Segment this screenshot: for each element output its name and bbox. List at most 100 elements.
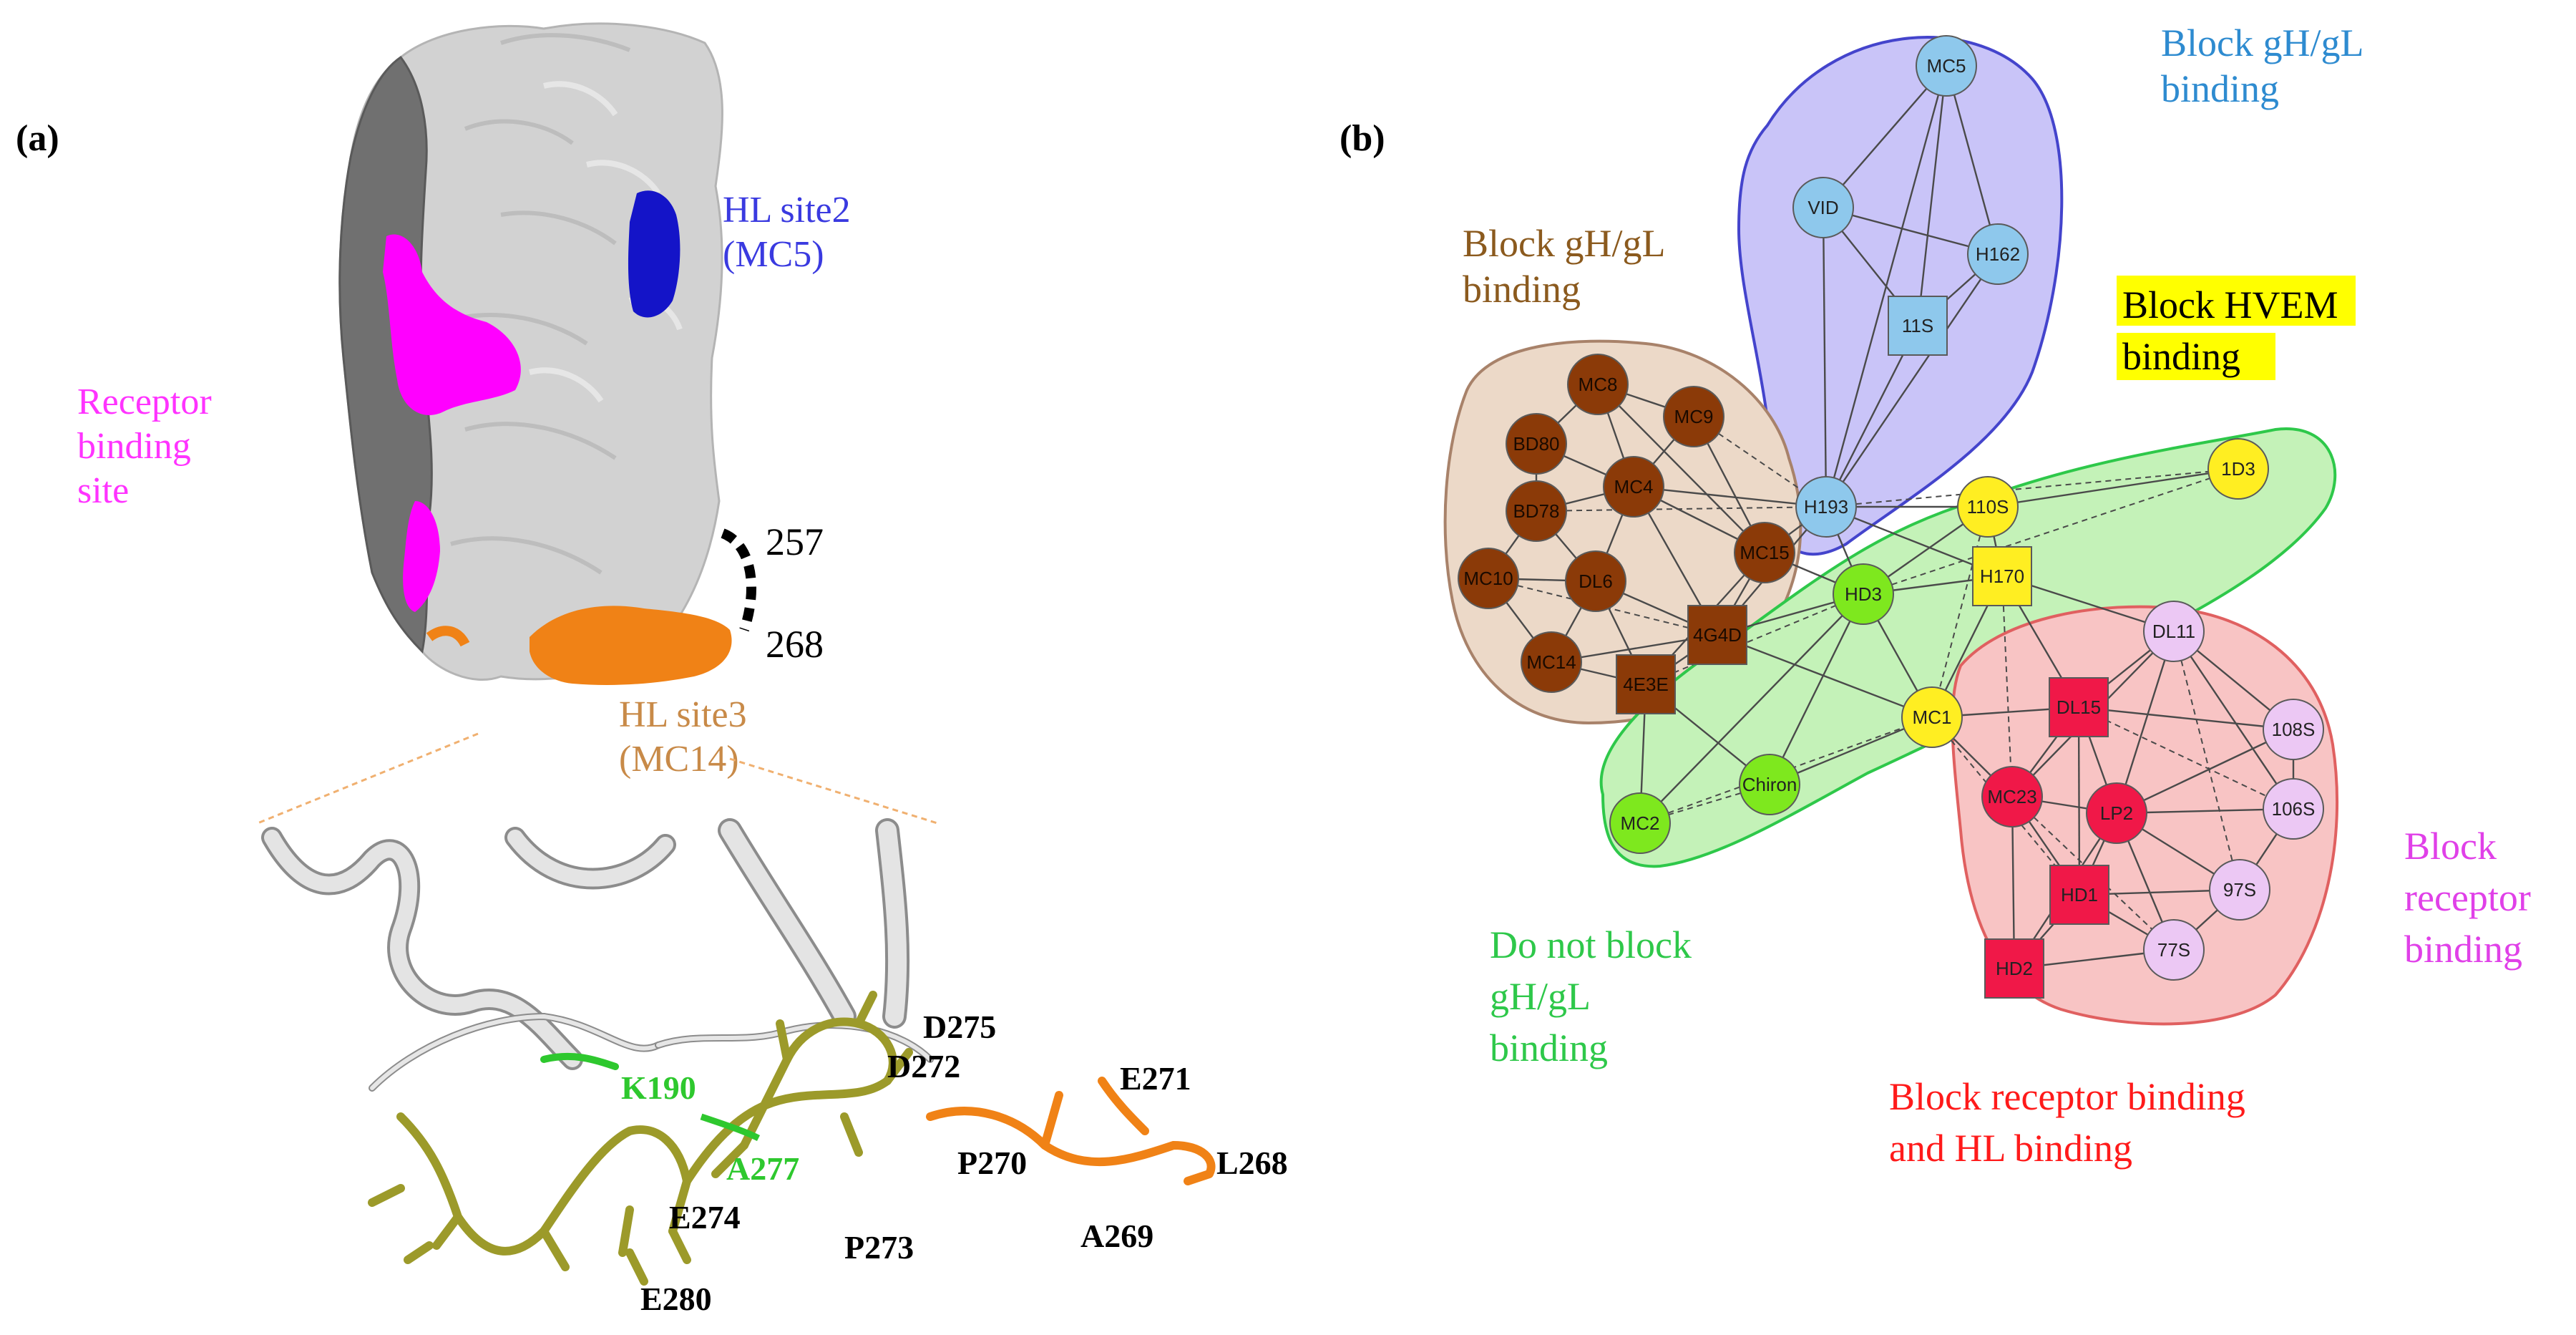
node-label-DL11: DL11 [2152, 621, 2195, 642]
node-label-MC10: MC10 [1463, 568, 1513, 589]
node-shape-BD80 [1506, 413, 1567, 475]
node-label-HD3: HD3 [1845, 583, 1882, 605]
node-shape-MC1 [1901, 686, 1963, 748]
node-shape-MC5 [1916, 35, 1977, 97]
edge-HD3-Chiron [1768, 593, 1865, 785]
node-shape-108S [2263, 699, 2324, 760]
node-label-MC14: MC14 [1526, 651, 1576, 673]
node-label-H193: H193 [1804, 496, 1848, 518]
contact-segment [700, 1113, 761, 1142]
node-shape-LP2 [2086, 782, 2147, 844]
node-4G4D: 4G4D [1687, 605, 1747, 665]
node-MC9: MC9 [1663, 386, 1724, 447]
edge-MC5-H193 [1825, 65, 1948, 508]
node-label-HD1: HD1 [2061, 884, 2098, 906]
node-108S: 108S [2263, 699, 2324, 760]
node-MC5: MC5 [1916, 35, 1977, 97]
node-label-MC23: MC23 [1987, 786, 2036, 807]
node-77S: 77S [2143, 919, 2205, 981]
dark-surface-region [338, 55, 433, 654]
node-shape-DL6 [1565, 550, 1626, 612]
node-shape-HD2 [1984, 938, 2044, 999]
residue-E274: E274 [669, 1199, 741, 1236]
yellow-label-highlight-1 [2117, 276, 2356, 326]
node-1D3: 1D3 [2207, 438, 2269, 500]
node-shape-110S [1957, 476, 2019, 538]
node-shape-Chiron [1739, 754, 1800, 815]
residue-P273: P273 [844, 1229, 914, 1266]
node-label-VID: VID [1807, 197, 1838, 218]
node-Chiron: Chiron [1739, 754, 1800, 815]
node-shape-BD78 [1506, 480, 1567, 542]
node-shape-H162 [1967, 223, 2029, 285]
edge-H162-H193 [1825, 253, 1999, 508]
residue-A269: A269 [1080, 1218, 1153, 1254]
node-MC8: MC8 [1567, 354, 1629, 415]
edge-MC5-H162 [1945, 65, 1999, 255]
node-HD2: HD2 [1984, 938, 2044, 999]
node-label-MC5: MC5 [1927, 55, 1966, 77]
residue-257-label: 257 [766, 520, 824, 563]
edge-DL11-LP2 [2115, 631, 2175, 814]
node-106S: 106S [2263, 778, 2324, 840]
node-label-MC15: MC15 [1740, 542, 1789, 563]
node-label-MC9: MC9 [1674, 406, 1714, 427]
edge-11S-H193 [1825, 325, 1919, 508]
edge-H170-MC23 [2001, 576, 2013, 797]
node-shape-HD1 [2049, 865, 2109, 925]
node-shape-4G4D [1687, 605, 1747, 665]
hl-site2-label: HL site2(MC5) [723, 190, 851, 275]
edge-4G4D-MC1 [1717, 633, 1933, 719]
node-shape-MC2 [1609, 792, 1671, 854]
node-shape-MC14 [1521, 631, 1582, 693]
residue-chain [368, 991, 913, 1286]
node-label-DL6: DL6 [1579, 571, 1613, 592]
node-shape-MC4 [1603, 456, 1664, 518]
node-4E3E: 4E3E [1616, 654, 1676, 714]
node-VID: VID [1792, 177, 1854, 238]
edge-DL15-108S [2078, 706, 2294, 731]
node-MC2: MC2 [1609, 792, 1671, 854]
node-shape-MC10 [1458, 548, 1519, 609]
node-H170: H170 [1972, 546, 2032, 606]
node-label-BD80: BD80 [1513, 433, 1559, 455]
hl-site3-chain [926, 1077, 1216, 1185]
edge-H193-1D3 [1825, 468, 2239, 508]
node-shape-1D3 [2207, 438, 2269, 500]
node-MC1: MC1 [1901, 686, 1963, 748]
edge-DL11-106S [2173, 631, 2294, 810]
node-H162: H162 [1967, 223, 2029, 285]
node-shape-MC15 [1734, 522, 1795, 583]
node-MC15: MC15 [1734, 522, 1795, 583]
edge-110S-MC1 [1931, 506, 1989, 718]
edge-BD78-H193 [1536, 506, 1827, 512]
node-shape-97S [2209, 859, 2270, 921]
residue-P270: P270 [957, 1145, 1027, 1181]
node-shape-H193 [1795, 476, 1857, 538]
node-MC4: MC4 [1603, 456, 1664, 518]
edge-HD3-MC2 [1639, 593, 1864, 824]
panel-b-label: (b) [1340, 118, 1385, 159]
edge-H193-MC4 [1633, 485, 1827, 508]
node-label-BD78: BD78 [1513, 500, 1559, 522]
node-DL6: DL6 [1565, 550, 1626, 612]
node-shape-4E3E [1616, 654, 1676, 714]
node-label-77S: 77S [2157, 939, 2190, 961]
node-HD3: HD3 [1833, 563, 1894, 625]
node-label-MC1: MC1 [1913, 707, 1952, 728]
residue-L268: L268 [1216, 1145, 1288, 1181]
residue-E280: E280 [640, 1281, 712, 1317]
receptor-binding-site-upper [383, 234, 521, 415]
green-group-hull [1599, 427, 2337, 868]
node-label-108S: 108S [2272, 719, 2316, 740]
receptor-binding-site-lower [403, 501, 440, 612]
node-11S: 11S [1888, 296, 1948, 356]
node-label-MC8: MC8 [1579, 374, 1618, 395]
node-BD80: BD80 [1506, 413, 1567, 475]
zoom-line-right [729, 757, 938, 825]
node-LP2: LP2 [2086, 782, 2147, 844]
node-label-110S: 110S [1967, 496, 2009, 518]
